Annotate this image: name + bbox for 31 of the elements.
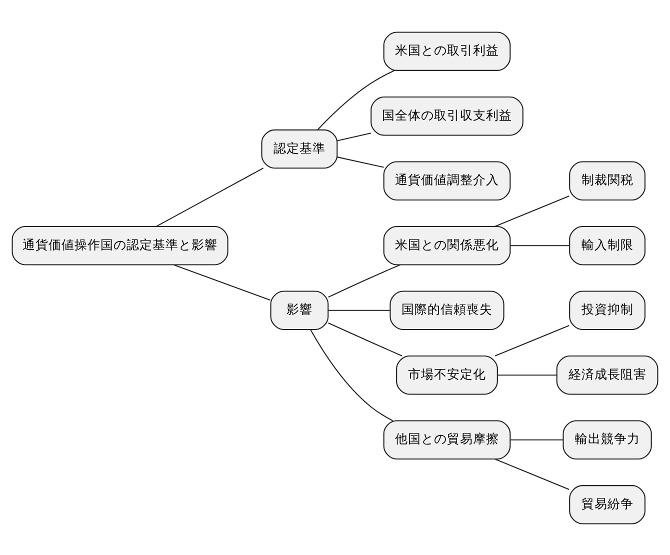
connector: [310, 329, 394, 421]
node-box: 他国との貿易摩擦: [383, 420, 511, 460]
connector: [328, 322, 402, 356]
node-box: 市場不安定化: [396, 355, 498, 394]
node-box: 国全体の取引収支利益: [370, 96, 524, 136]
connector: [174, 264, 270, 300]
connector: [328, 309, 390, 310]
node-box: 米国との取引利益: [383, 31, 511, 70]
node-box: 国際的信頼喪失: [390, 290, 504, 330]
connector: [328, 264, 401, 298]
connector: [337, 132, 372, 141]
node-box: 貿易紛争: [569, 484, 646, 524]
node-box: 通貨価値操作国の認定基準と影響: [12, 225, 228, 265]
node-box: 経済成長阻害: [556, 355, 658, 394]
node-box: 通貨価値調整介入: [383, 160, 511, 200]
node-box: 認定基準: [261, 128, 338, 168]
connector: [156, 167, 264, 226]
connector: [494, 324, 570, 356]
node-box: 制裁関税: [569, 160, 646, 200]
connector: [510, 244, 570, 246]
node-box: 輸出競争力: [562, 420, 652, 460]
connector: [510, 438, 564, 440]
connector: [494, 195, 570, 226]
node-box: 米国との関係悪化: [383, 225, 511, 265]
node-box: 輸入制限: [569, 225, 646, 265]
connector: [337, 156, 384, 168]
node-box: 投資抑制: [569, 290, 646, 330]
connector: [317, 69, 395, 130]
connector: [494, 458, 570, 490]
node-box: 影響: [270, 290, 329, 330]
connector: [498, 374, 557, 376]
